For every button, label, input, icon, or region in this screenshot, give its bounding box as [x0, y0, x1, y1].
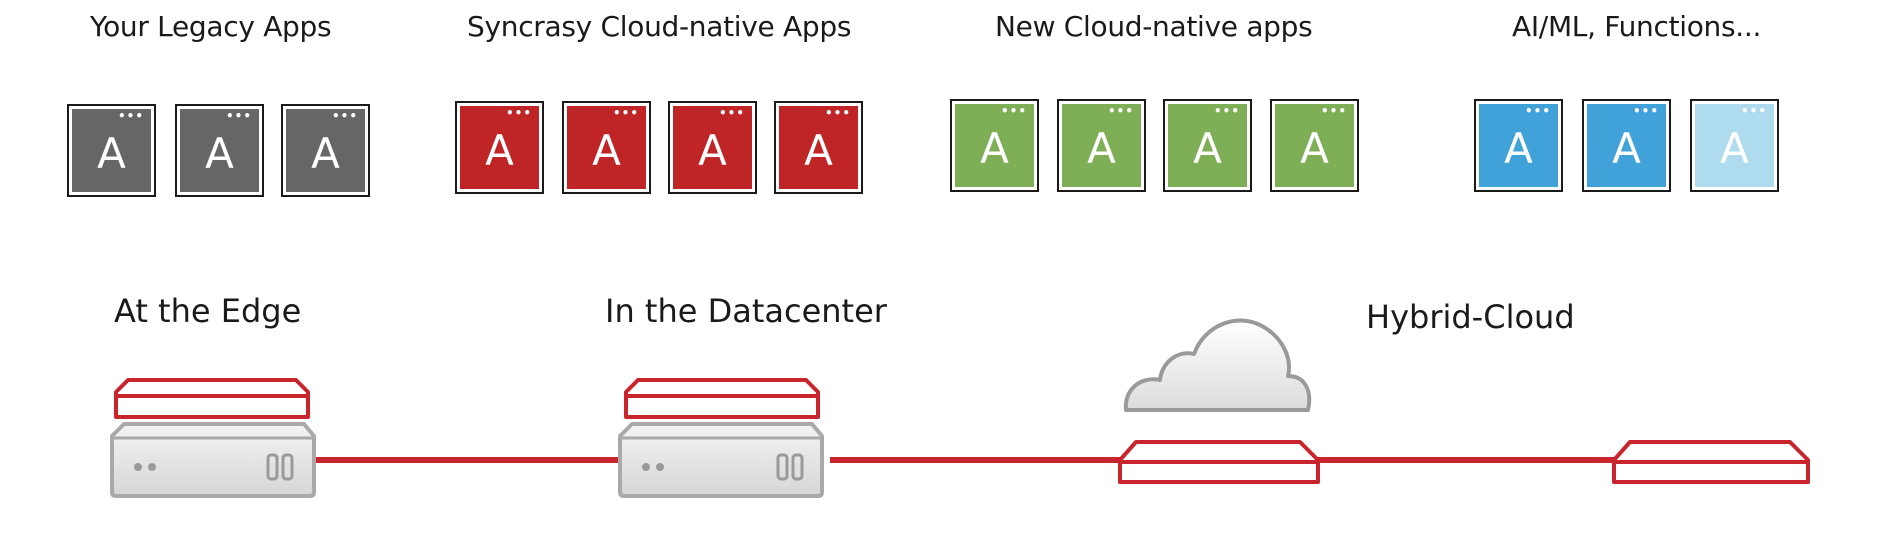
- tile-menu-dots-icon: •••: [1213, 104, 1240, 118]
- app-letter: A: [592, 126, 621, 175]
- app-tile-icon: ••• A: [1057, 99, 1146, 192]
- tile-menu-dots-icon: •••: [1632, 104, 1659, 118]
- app-tile-body: ••• A: [460, 106, 539, 189]
- group-title-new-cloud: New Cloud-native apps: [995, 10, 1313, 43]
- app-tile-icon: ••• A: [562, 101, 651, 194]
- app-tile-body: ••• A: [1695, 104, 1774, 187]
- tile-menu-dots-icon: •••: [1524, 104, 1551, 118]
- group-title-legacy: Your Legacy Apps: [90, 10, 332, 43]
- app-letter: A: [1193, 124, 1222, 173]
- cloud-icon: [1123, 318, 1312, 412]
- tile-menu-dots-icon: •••: [117, 109, 144, 123]
- app-letter: A: [1504, 124, 1533, 173]
- tile-menu-dots-icon: •••: [505, 106, 532, 120]
- app-tile-icon: ••• A: [281, 104, 370, 197]
- group-title-ai-ml: AI/ML, Functions...: [1512, 10, 1762, 43]
- app-tile-icon: ••• A: [774, 101, 863, 194]
- app-letter: A: [698, 126, 727, 175]
- tile-menu-dots-icon: •••: [612, 106, 639, 120]
- tile-menu-dots-icon: •••: [331, 109, 358, 123]
- app-letter: A: [205, 129, 234, 178]
- app-tile-icon: ••• A: [950, 99, 1039, 192]
- tile-menu-dots-icon: •••: [718, 106, 745, 120]
- tile-menu-dots-icon: •••: [824, 106, 851, 120]
- app-letter: A: [1300, 124, 1329, 173]
- app-letter: A: [1720, 124, 1749, 173]
- app-tile-body: ••• A: [1062, 104, 1141, 187]
- server-icon: [618, 378, 824, 498]
- location-title-hybrid: Hybrid-Cloud: [1366, 298, 1575, 336]
- tile-menu-dots-icon: •••: [1320, 104, 1347, 118]
- app-tile-body: ••• A: [955, 104, 1034, 187]
- app-tile-icon: ••• A: [175, 104, 264, 197]
- network-appliance-icon: [1118, 440, 1320, 484]
- app-letter: A: [311, 129, 340, 178]
- app-letter: A: [97, 129, 126, 178]
- location-title-edge: At the Edge: [114, 292, 302, 330]
- app-tile-body: ••• A: [180, 109, 259, 192]
- server-icon: [110, 378, 316, 498]
- app-tile-body: ••• A: [1275, 104, 1354, 187]
- location-title-datacenter: In the Datacenter: [605, 292, 887, 330]
- group-title-syncrasy: Syncrasy Cloud-native Apps: [467, 10, 852, 43]
- app-tile-icon: ••• A: [1163, 99, 1252, 192]
- app-tile-icon: ••• A: [1270, 99, 1359, 192]
- tile-menu-dots-icon: •••: [1107, 104, 1134, 118]
- network-appliance-icon: [1612, 440, 1810, 484]
- app-letter: A: [1087, 124, 1116, 173]
- app-letter: A: [980, 124, 1009, 173]
- app-tile-icon: ••• A: [668, 101, 757, 194]
- app-tile-body: ••• A: [567, 106, 646, 189]
- app-tile-body: ••• A: [673, 106, 752, 189]
- tile-menu-dots-icon: •••: [225, 109, 252, 123]
- app-tile-body: ••• A: [1168, 104, 1247, 187]
- app-tile-body: ••• A: [72, 109, 151, 192]
- app-tile-body: ••• A: [1479, 104, 1558, 187]
- app-tile-icon: ••• A: [1582, 99, 1671, 192]
- app-letter: A: [804, 126, 833, 175]
- tile-menu-dots-icon: •••: [1740, 104, 1767, 118]
- app-tile-icon: ••• A: [1474, 99, 1563, 192]
- tile-menu-dots-icon: •••: [1000, 104, 1027, 118]
- app-tile-icon: ••• A: [1690, 99, 1779, 192]
- app-tile-body: ••• A: [286, 109, 365, 192]
- app-tile-icon: ••• A: [67, 104, 156, 197]
- app-letter: A: [1612, 124, 1641, 173]
- app-letter: A: [485, 126, 514, 175]
- app-tile-body: ••• A: [779, 106, 858, 189]
- app-tile-icon: ••• A: [455, 101, 544, 194]
- app-tile-body: ••• A: [1587, 104, 1666, 187]
